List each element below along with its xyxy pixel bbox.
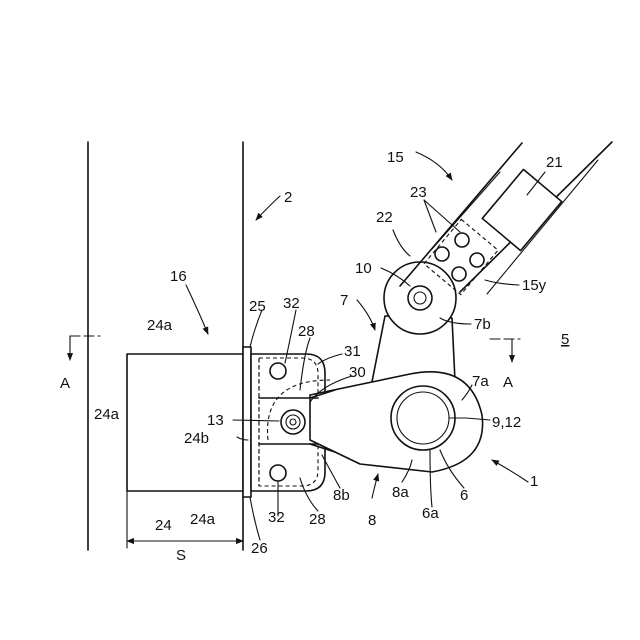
label-24a-left: 24a: [94, 406, 120, 423]
label-13: 13: [207, 412, 224, 429]
label-7a: 7a: [472, 373, 489, 390]
label-9-12: 9,12: [492, 414, 521, 431]
label-2: 2: [284, 189, 292, 206]
block-24: [127, 354, 243, 491]
label-7b: 7b: [474, 316, 491, 333]
label-6: 6: [460, 487, 468, 504]
label-23: 23: [410, 184, 427, 201]
pin-13: [281, 410, 305, 434]
label-32-top: 32: [283, 295, 300, 312]
label-28-top: 28: [298, 323, 315, 340]
label-15: 15: [387, 149, 404, 166]
link-8: [310, 372, 483, 472]
label-24a-top: 24a: [147, 317, 173, 334]
label-16: 16: [170, 268, 187, 285]
label-32-bottom: 32: [268, 509, 285, 526]
section-label-right: A: [503, 374, 513, 391]
label-5: 5: [561, 331, 569, 348]
label-24a-bottom: 24a: [190, 511, 216, 528]
section-label-left: A: [60, 375, 70, 392]
label-30: 30: [349, 364, 366, 381]
label-7: 7: [340, 292, 348, 309]
label-15y: 15y: [522, 277, 547, 294]
plate-25: [243, 347, 251, 497]
label-31: 31: [344, 343, 361, 360]
dimension-label-s: S: [176, 547, 186, 564]
label-1: 1: [530, 473, 538, 490]
label-28-bottom: 28: [309, 511, 326, 528]
label-25: 25: [249, 298, 266, 315]
label-8b: 8b: [333, 487, 350, 504]
label-24: 24: [155, 517, 172, 534]
label-21: 21: [546, 154, 563, 171]
label-22: 22: [376, 209, 393, 226]
label-8a: 8a: [392, 484, 409, 501]
label-24b: 24b: [184, 430, 209, 447]
label-10: 10: [355, 260, 372, 277]
label-8: 8: [368, 512, 376, 529]
label-26: 26: [251, 540, 268, 557]
label-6a: 6a: [422, 505, 439, 522]
dimension-s: [127, 491, 243, 548]
